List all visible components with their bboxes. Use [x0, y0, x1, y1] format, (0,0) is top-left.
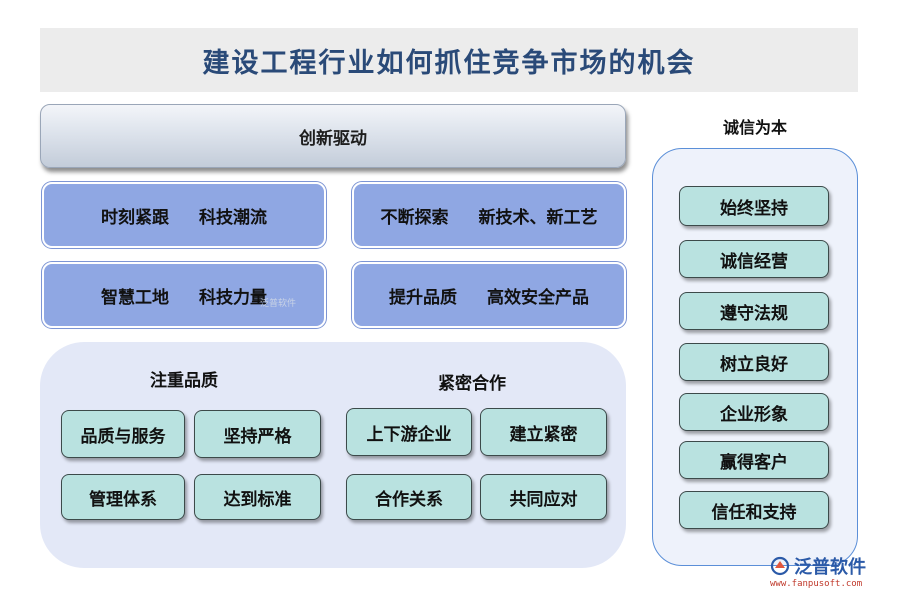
quality-label: 注重品质 [150, 371, 218, 391]
innovation-label: 创新驱动 [299, 128, 367, 149]
watermark: 泛普软件 [260, 299, 297, 309]
innovation-box-3-part-a: 智慧工地 [101, 287, 169, 308]
innovation-box-1-part-b: 科技潮流 [199, 207, 267, 228]
logo-url: www.fanpusoft.com [770, 579, 863, 589]
cooperation-item-2: 建立紧密 [480, 408, 607, 456]
cooperation-item-3: 合作关系 [346, 474, 472, 520]
logo-name: 泛普软件 [794, 557, 866, 578]
cooperation-item-1: 上下游企业 [346, 408, 472, 456]
innovation-box-1-part-a: 时刻紧跟 [101, 207, 169, 228]
innovation-box-4: 提升品质 高效安全产品 [352, 262, 626, 328]
integrity-item-2: 诚信经营 [679, 240, 829, 278]
brand-logo: 泛普软件 www.fanpusoft.com [770, 553, 895, 593]
innovation-box-2: 不断探索 新技术、新工艺 [352, 182, 626, 248]
page-title: 建设工程行业如何抓住竞争市场的机会 [202, 47, 696, 79]
integrity-item-1: 始终坚持 [679, 186, 829, 226]
innovation-box-3-part-b: 科技力量 [199, 287, 267, 308]
logo-icon [770, 556, 790, 576]
quality-item-1: 品质与服务 [61, 410, 185, 458]
integrity-item-6: 赢得客户 [679, 441, 829, 479]
cooperation-label: 紧密合作 [438, 374, 506, 394]
quality-item-4: 达到标准 [194, 474, 321, 520]
innovation-box-4-part-b: 高效安全产品 [487, 287, 589, 308]
innovation-header: 创新驱动 [40, 104, 626, 168]
innovation-box-1: 时刻紧跟 科技潮流 [42, 182, 326, 248]
cooperation-item-4: 共同应对 [480, 474, 607, 520]
integrity-item-5: 企业形象 [679, 393, 829, 431]
quality-item-2: 坚持严格 [194, 410, 321, 458]
integrity-item-7: 信任和支持 [679, 491, 829, 529]
innovation-box-3: 智慧工地 科技力量 [42, 262, 326, 328]
integrity-item-4: 树立良好 [679, 343, 829, 381]
title-bar: 建设工程行业如何抓住竞争市场的机会 [40, 28, 858, 92]
integrity-item-3: 遵守法规 [679, 292, 829, 330]
innovation-box-2-part-a: 不断探索 [380, 207, 449, 228]
innovation-box-4-part-a: 提升品质 [389, 287, 457, 308]
innovation-box-2-part-b: 新技术、新工艺 [478, 207, 598, 228]
quality-item-3: 管理体系 [61, 474, 185, 520]
integrity-label: 诚信为本 [722, 118, 787, 137]
